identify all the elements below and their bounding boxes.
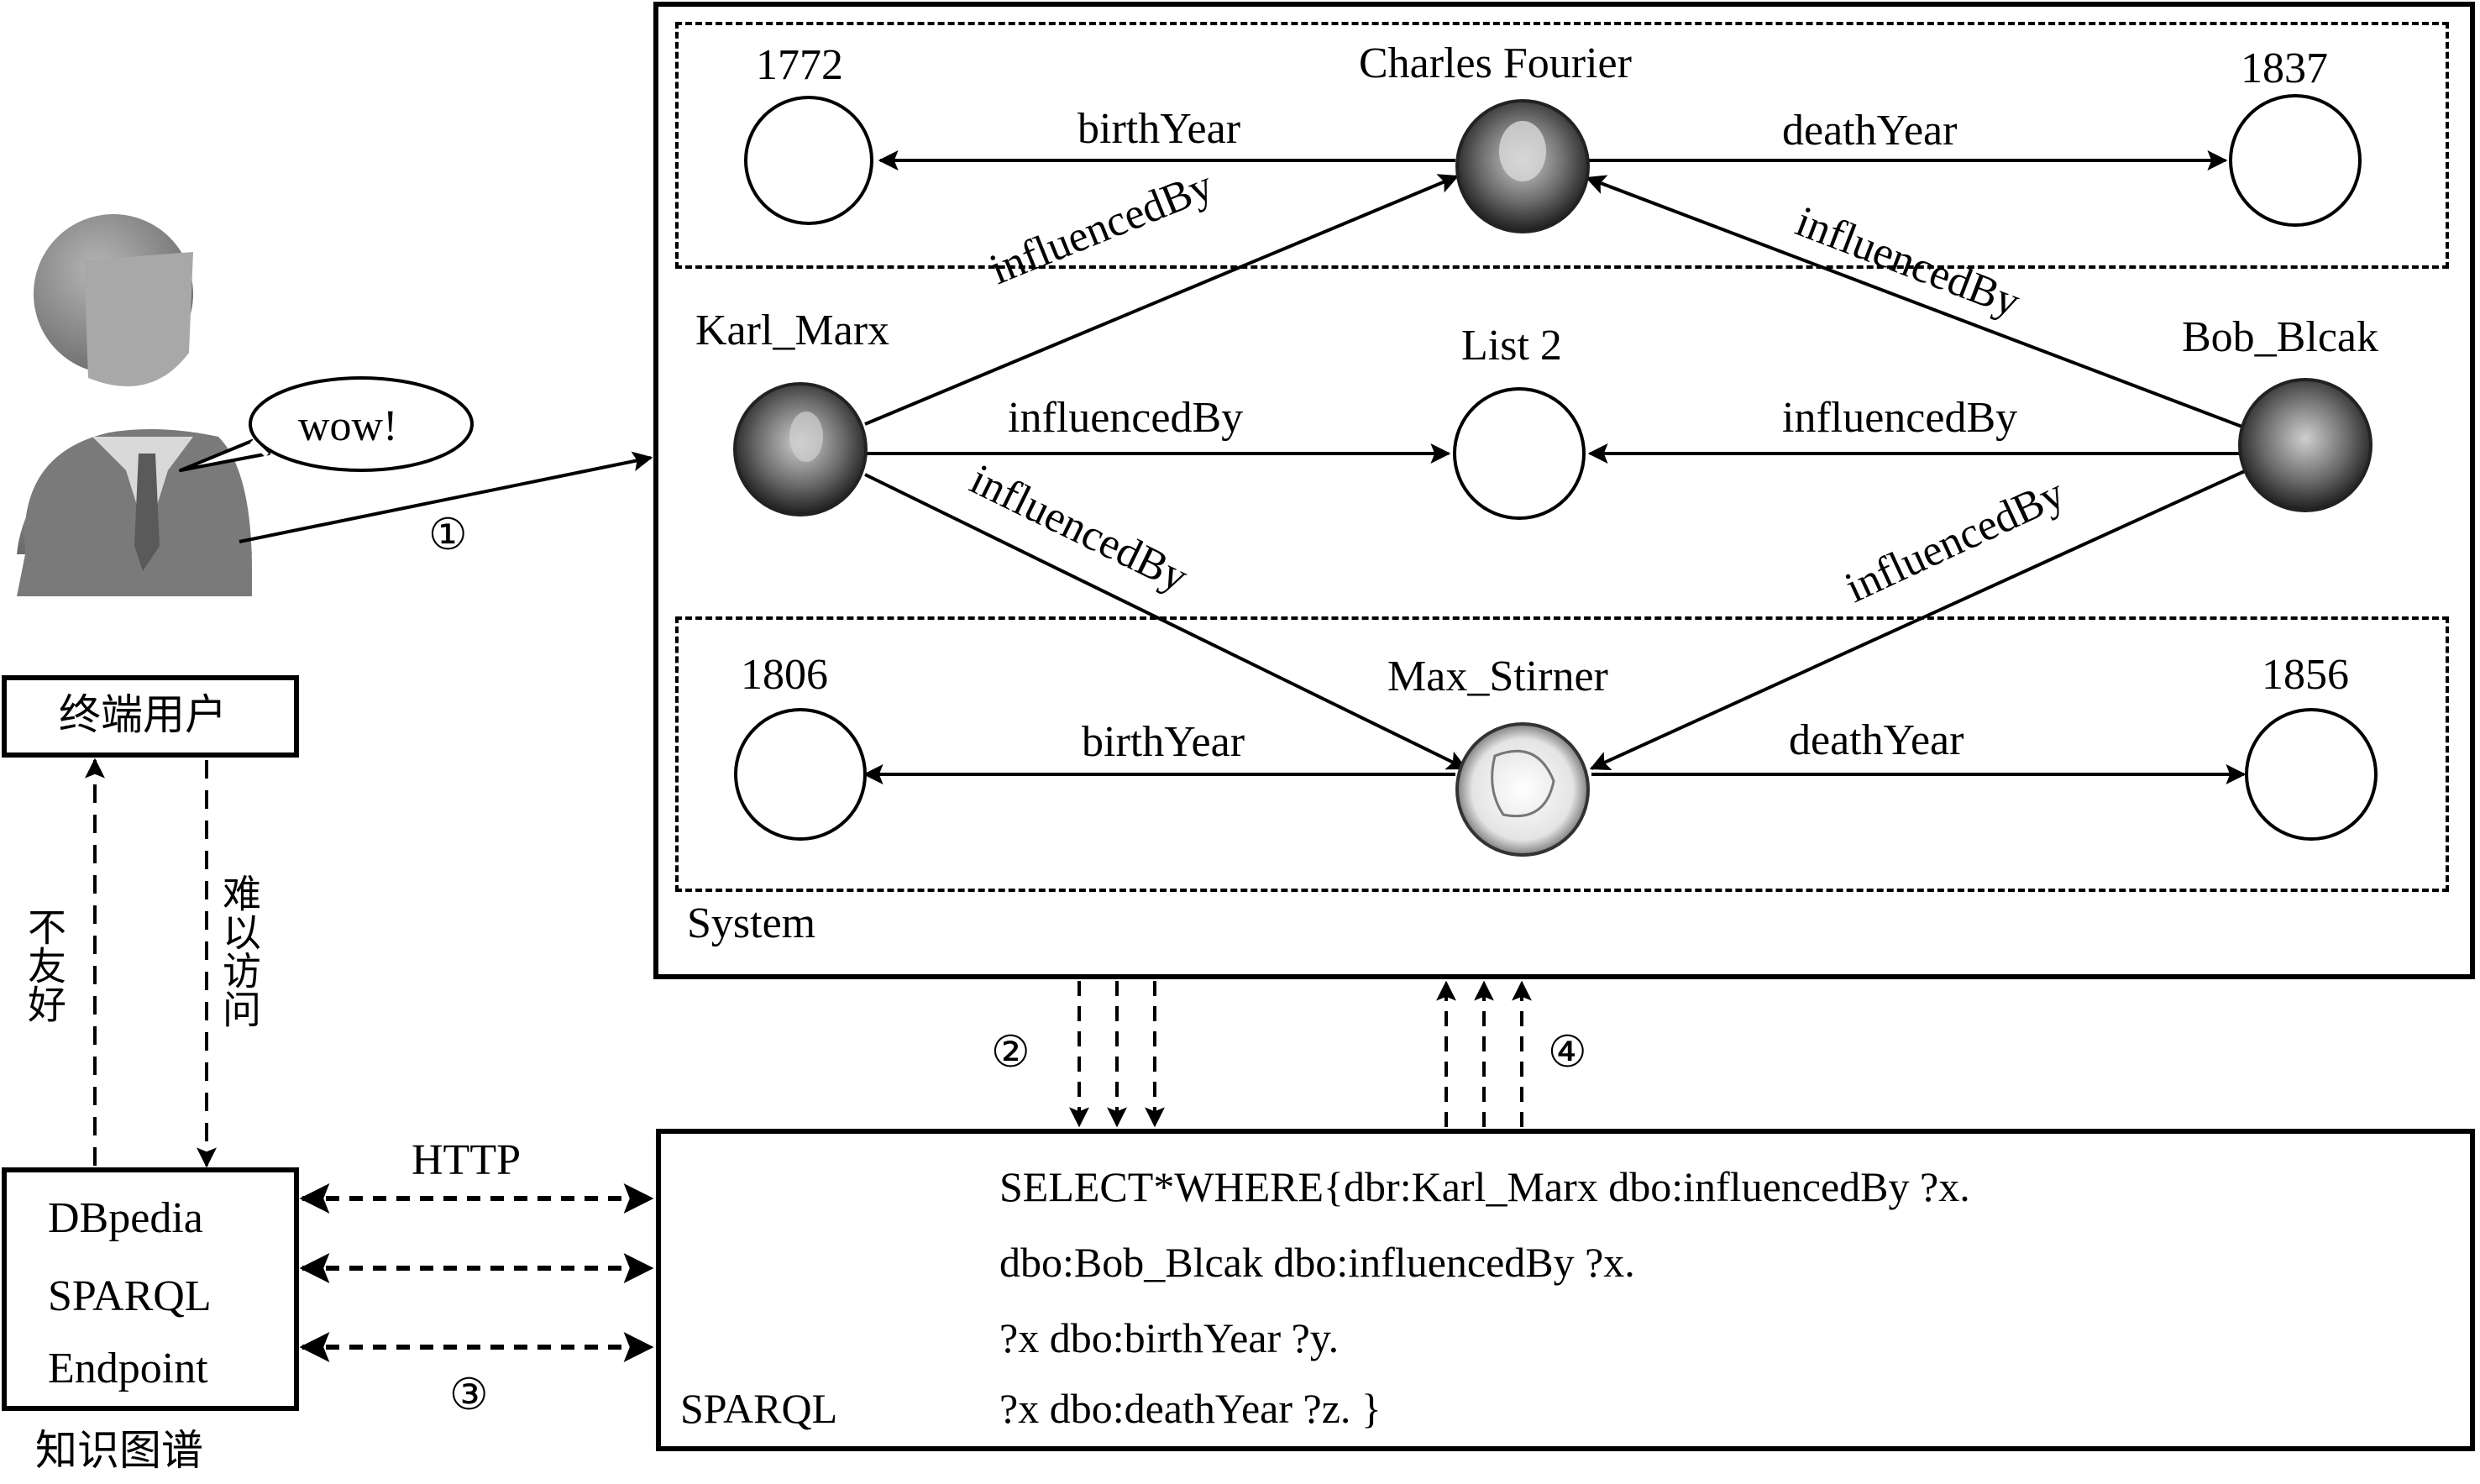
speech-bubble [179,376,474,472]
user-label-box [2,675,299,758]
node-1772 [744,96,873,225]
bottom-dashed-group [675,616,2449,892]
label-list2: List 2 [1461,322,1562,370]
kg-line-sparql: SPARQL [48,1272,212,1320]
arrow-user-to-system [239,451,653,543]
edge-karl-charles [864,174,1460,426]
hard-access-label: 难以访问 [217,873,262,1028]
label-karl: Karl_Marx [695,307,890,354]
label-birthyear-bottom: birthYear [1082,718,1245,766]
label-bob: Bob_Blcak [2182,313,2378,361]
top-dashed-group [675,22,2449,269]
step4-label: ④ [1548,1029,1587,1077]
kg-line-dbpedia: DBpedia [48,1194,203,1242]
unfriendly-label: 不友好 [22,907,67,1023]
step3-label: ③ [449,1371,489,1419]
label-charles: Charles Fourier [1359,39,1632,87]
node-1806 [734,708,867,841]
label-influenced-bob-list2: influencedBy [1782,394,2018,442]
kg-line-endpoint: Endpoint [48,1345,208,1392]
node-bob-photo-icon [2238,378,2373,512]
system-box [653,2,2475,979]
user-label: 终端用户 [59,690,227,739]
query-line-4: ?x dbo:deathYear ?z. } [999,1385,1382,1432]
label-influenced-karl-list2: influencedBy [1008,394,1244,442]
system-label: System [687,899,816,947]
query-line-3: ?x dbo:birthYear ?y. [999,1314,1340,1361]
label-1772: 1772 [756,41,843,89]
label-1806: 1806 [741,651,828,699]
user-avatar-icon [17,214,252,596]
query-line-2: dbo:Bob_Blcak dbo:influencedBy ?x. [999,1239,1635,1286]
node-max-photo-icon [1455,722,1590,857]
edge-karl-max [864,473,1468,770]
step2-label: ② [991,1029,1030,1077]
label-max: Max_Stirner [1387,653,1608,700]
http-label: HTTP [412,1136,521,1184]
kg-caption: 知识图谱 [35,1426,203,1475]
label-1856: 1856 [2262,651,2349,699]
label-deathyear-top: deathYear [1782,107,1958,155]
edge-bob-charles [1585,175,2247,430]
node-list2 [1453,387,1586,520]
label-deathyear-bottom: deathYear [1789,716,1964,764]
edge-bob-max [1589,469,2247,770]
speech-text: wow! [298,402,398,450]
node-1837 [2229,94,2362,227]
label-1837: 1837 [2241,45,2328,92]
dbpedia-box [2,1167,299,1411]
step1-label: ① [428,511,468,559]
label-birthyear-top: birthYear [1077,105,1241,153]
query-box [656,1129,2475,1451]
query-line-1: SELECT*WHERE{dbr:Karl_Marx dbo:influence… [999,1163,1970,1210]
query-tag: SPARQL [680,1385,838,1432]
node-1856 [2245,708,2378,841]
